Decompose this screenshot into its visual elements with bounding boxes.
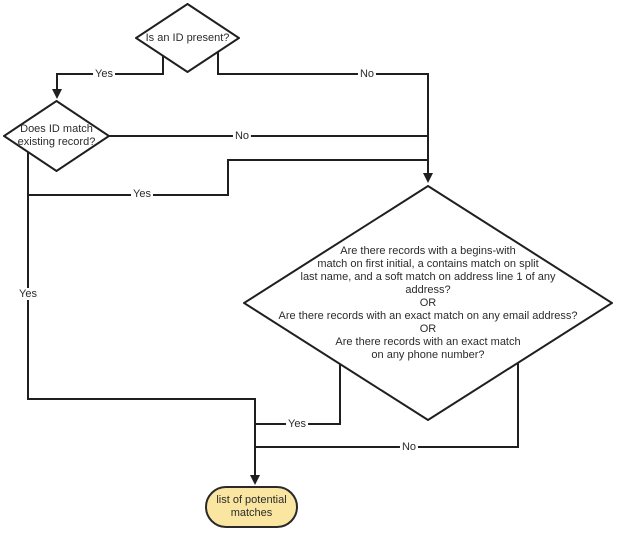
edge-label-yes: Yes: [131, 188, 153, 200]
edge-label-no: No: [232, 130, 252, 142]
connector-segment: [339, 355, 341, 425]
connector-segment: [517, 355, 519, 448]
edge-label-yes: Yes: [17, 288, 39, 300]
decision-is-id-present: Is an ID present?: [135, 3, 240, 73]
decision-fuzzy-match: Are there records with a begins-with mat…: [243, 185, 613, 421]
connector-segment: [217, 73, 429, 75]
connector-segment: [27, 398, 256, 400]
connector-segment: [105, 135, 429, 137]
arrowhead-icon: [250, 475, 260, 485]
arrowhead-icon: [52, 89, 62, 99]
node-label: Does ID match existing record?: [17, 123, 96, 148]
edge-label-no: No: [357, 68, 377, 80]
connector-segment: [217, 48, 219, 75]
connector-segment: [27, 194, 229, 196]
connector-segment: [227, 159, 429, 161]
connector-segment: [254, 446, 519, 448]
edge-label-yes: Yes: [286, 418, 308, 430]
terminator-list-of-potential-matches: list of potential matches: [205, 486, 298, 528]
connector-segment: [162, 50, 164, 75]
diamond-shape: [135, 3, 240, 73]
decision-does-id-match: Does ID match existing record?: [3, 100, 110, 172]
connector-segment: [27, 150, 29, 400]
diamond-shape: [3, 100, 110, 172]
arrowhead-icon: [423, 173, 433, 183]
node-label: Is an ID present?: [145, 31, 230, 44]
diamond-shape: [243, 185, 613, 421]
connector-segment: [427, 74, 429, 175]
node-label: Are there records with a begins-with mat…: [278, 244, 578, 361]
connector-segment: [56, 74, 58, 90]
edge-label-no: No: [399, 441, 419, 453]
node-label: list of potential matches: [216, 494, 287, 519]
connector-segment: [254, 399, 256, 476]
edge-label-yes: Yes: [93, 68, 115, 80]
connector-segment: [227, 160, 229, 196]
